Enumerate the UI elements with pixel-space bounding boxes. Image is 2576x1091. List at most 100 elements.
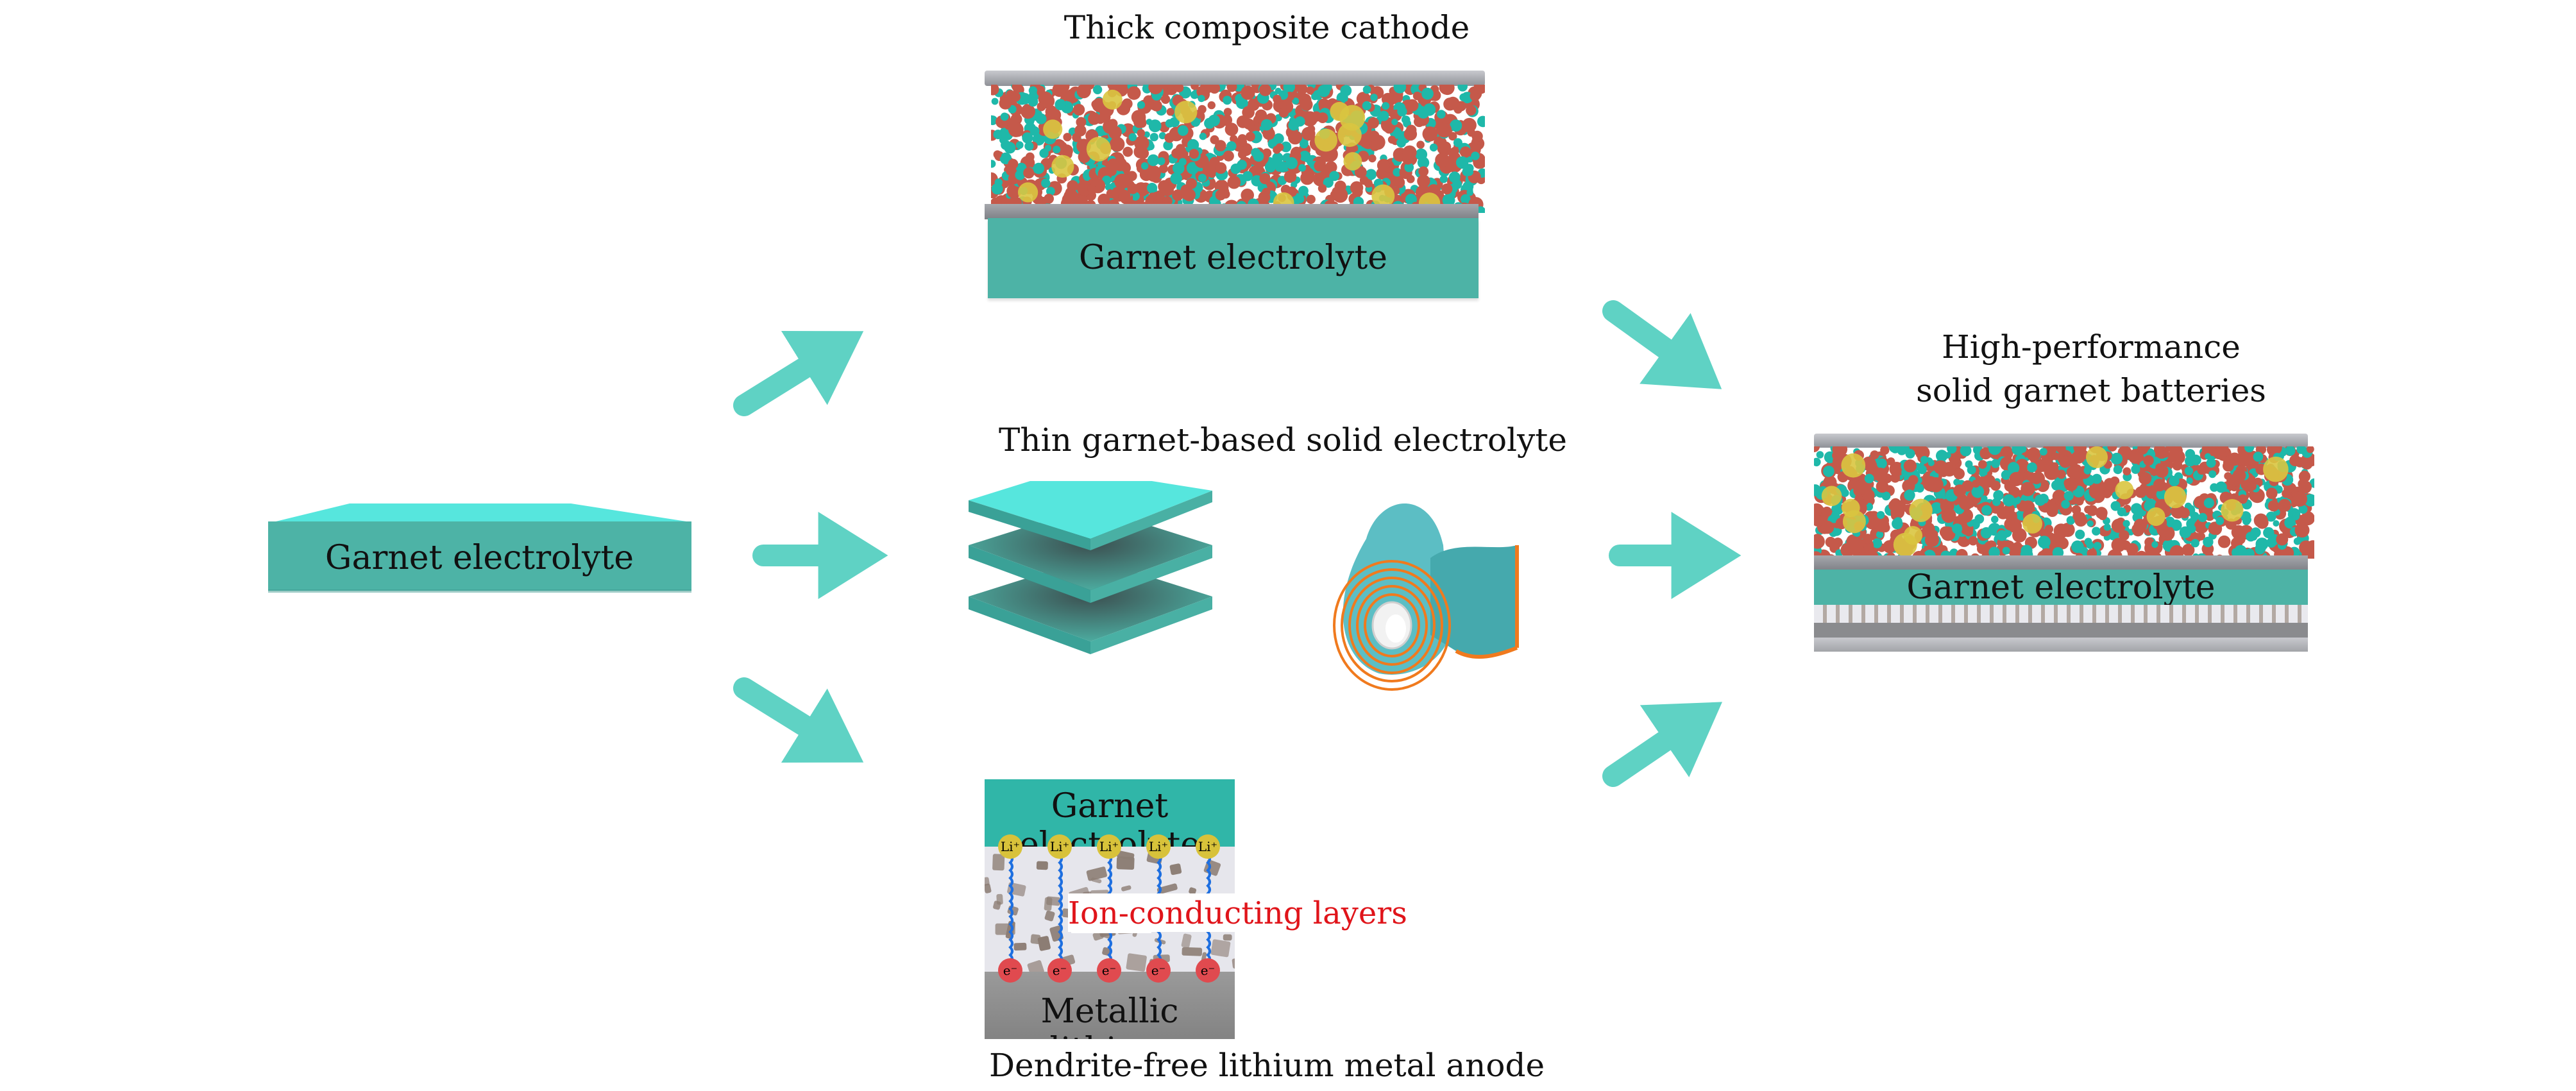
cathode-particle xyxy=(1164,133,1174,143)
cathode-particle xyxy=(1387,135,1396,144)
cathode-particle xyxy=(1440,85,1455,96)
electrolyte-particle xyxy=(1204,117,1216,129)
cathode-particle xyxy=(1876,480,1889,493)
cathode-particle xyxy=(2064,477,2078,491)
cathode-particle xyxy=(2182,543,2195,557)
electrolyte-particle xyxy=(1046,187,1055,196)
cathode-particle xyxy=(2009,471,2024,486)
roll-spiral xyxy=(1333,560,1451,691)
electrolyte-particle xyxy=(2092,527,2101,536)
cathode-particle xyxy=(1814,534,1825,549)
electrolyte-particle xyxy=(1299,139,1309,149)
electrolyte-particle xyxy=(1872,538,1883,548)
electrolyte-particle xyxy=(1285,157,1298,169)
conductive-additive-particle xyxy=(2146,507,2165,526)
electrolyte-particle xyxy=(2240,511,2251,522)
electrolyte-particle xyxy=(1299,150,1310,162)
conductive-additive-particle xyxy=(1102,89,1123,110)
electrolyte-particle xyxy=(2001,469,2011,480)
cathode-particle xyxy=(1814,506,1822,516)
electrolyte-particle xyxy=(1876,458,1887,469)
electrolyte-particle xyxy=(1362,101,1371,110)
electrolyte-particle xyxy=(1340,85,1352,97)
interlayer-grain xyxy=(1044,910,1055,922)
cathode-particle xyxy=(1160,182,1174,196)
electrolyte-particle xyxy=(1393,85,1407,94)
cathode-particle xyxy=(1076,85,1091,99)
electrolyte-particle xyxy=(991,97,999,105)
interlayer-grain xyxy=(1030,934,1041,944)
cathode-particle xyxy=(2292,491,2307,507)
arrow-top-to-right xyxy=(1602,300,1722,389)
electrolyte-particle xyxy=(1404,162,1414,173)
electron xyxy=(1097,958,1121,983)
cathode-particle xyxy=(1968,536,1978,546)
cathode-particle xyxy=(1067,180,1079,192)
cathode-particle xyxy=(1063,133,1072,142)
li-ion-symbol: Li⁺ xyxy=(1198,839,1217,854)
electrolyte-particle xyxy=(2117,507,2126,516)
cathode-particle xyxy=(1311,111,1322,122)
electrolyte-particle xyxy=(2266,511,2276,522)
electrolyte-particle xyxy=(1199,132,1207,140)
electrolyte-particle xyxy=(1378,110,1389,121)
cathode-particle xyxy=(1832,446,1848,457)
cathode-particle xyxy=(2021,482,2035,496)
cathode-particle xyxy=(1012,85,1022,92)
cathode-particle xyxy=(1215,189,1226,201)
conductive-additive-particle xyxy=(1841,453,1866,478)
conductive-additive-particle xyxy=(1174,101,1198,124)
electrolyte-particle xyxy=(1362,85,1371,94)
rolled-electrolyte-sheet xyxy=(1333,503,1519,691)
cathode-particle xyxy=(1820,520,1835,534)
cathode-particle xyxy=(1262,127,1275,140)
electrolyte-particle xyxy=(1453,138,1462,148)
electrolyte-particle xyxy=(2244,446,2255,453)
cathode-particle xyxy=(1198,105,1207,114)
electrolyte-particle xyxy=(2169,475,2180,487)
electrolyte-particle xyxy=(2216,516,2224,525)
cathode-particle xyxy=(2307,550,2314,559)
cathode-particle xyxy=(1435,153,1450,167)
cathode-particle xyxy=(2008,519,2022,534)
conductive-additive-particle xyxy=(2164,486,2187,509)
cathode-particle xyxy=(1226,85,1237,92)
electrolyte-particle xyxy=(2190,454,2201,466)
cathode-particle xyxy=(1441,183,1453,195)
electrolyte-particle xyxy=(1397,106,1407,117)
cathode-particle xyxy=(2071,505,2081,515)
ion-migration-path xyxy=(1008,854,1013,964)
cathode-particle xyxy=(1422,126,1438,142)
electrolyte-particle xyxy=(1158,132,1166,140)
cathode-particle xyxy=(1241,85,1255,100)
li-ion xyxy=(998,834,1022,859)
electrolyte-particle xyxy=(1895,446,1904,452)
cathode-particle xyxy=(1364,179,1373,188)
cathode-particle xyxy=(1471,130,1483,142)
cathode-particle xyxy=(2103,478,2115,490)
cathode-particle xyxy=(2126,543,2139,555)
electrolyte-particle xyxy=(1186,162,1199,174)
cathode-particle xyxy=(2266,487,2278,500)
cathode-particle xyxy=(1191,85,1199,90)
electrolyte-particle xyxy=(991,160,996,168)
cathode-particle xyxy=(2066,466,2080,478)
cathode-particle xyxy=(1448,131,1457,141)
interlayer-grain xyxy=(1223,934,1232,941)
cathode-particle xyxy=(1107,158,1119,171)
electrolyte-particle xyxy=(2186,477,2193,484)
electrolyte-particle xyxy=(1022,132,1033,144)
cathode-particle xyxy=(1284,170,1297,183)
electron-symbol: e⁻ xyxy=(1102,963,1116,978)
electrolyte-particle xyxy=(1035,113,1047,124)
cathode-particle xyxy=(1223,150,1234,162)
electrolyte-particle xyxy=(1991,516,1999,523)
cathode-particle xyxy=(1123,146,1133,157)
electrolyte-particle xyxy=(1461,194,1471,205)
cathode-particle xyxy=(2056,537,2069,550)
ion-paths-layer: Li⁺e⁻Li⁺e⁻Li⁺e⁻Li⁺e⁻Li⁺e⁻ xyxy=(998,834,1220,983)
cathode-particle xyxy=(1038,91,1053,106)
cathode-particle xyxy=(2044,464,2060,480)
cathode-particle xyxy=(2178,507,2190,519)
electrolyte-particle xyxy=(1905,448,1915,459)
